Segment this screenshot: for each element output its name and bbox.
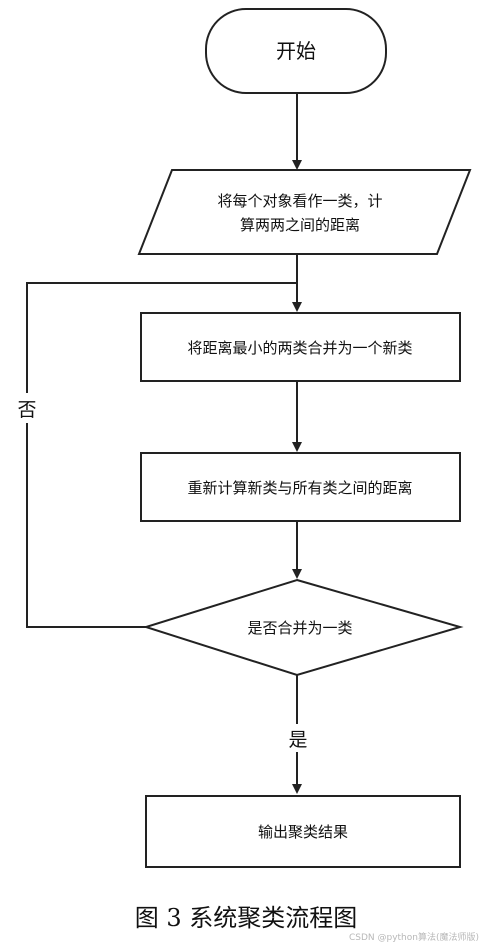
yes-label: 是	[288, 729, 307, 751]
watermark: CSDN @python算法(魔法师版)	[349, 931, 479, 943]
loop-back-line	[26, 282, 297, 628]
decision-label: 是否合并为一类	[247, 619, 352, 637]
recompute-node	[140, 452, 461, 522]
output-node	[145, 795, 461, 868]
merge-label: 将距离最小的两类合并为一个新类	[187, 339, 412, 357]
recompute-label: 重新计算新类与所有类之间的距离	[187, 479, 412, 497]
figure-caption: 图 3 系统聚类流程图	[135, 904, 358, 932]
init-label-line1: 将每个对象看作一类，计	[217, 192, 382, 210]
start-label: 开始	[276, 39, 316, 63]
output-label: 输出聚类结果	[258, 823, 348, 841]
no-label-bg	[14, 393, 40, 423]
init-node	[137, 169, 472, 255]
no-label: 否	[17, 399, 36, 421]
init-label-line2: 算两两之间的距离	[240, 216, 360, 234]
merge-node	[140, 312, 461, 382]
yes-label-bg	[282, 724, 312, 752]
